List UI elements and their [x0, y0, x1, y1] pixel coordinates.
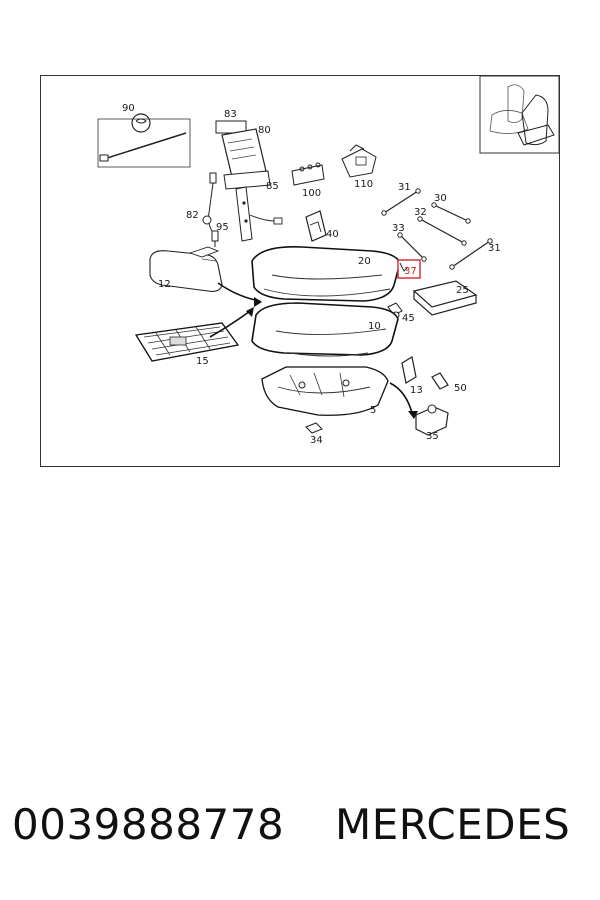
label-35: 35	[426, 431, 439, 442]
label-34: 34	[310, 435, 323, 446]
label-110: 110	[354, 179, 373, 190]
part-32-cable[interactable]	[417, 216, 467, 246]
part-20-cushion-cover[interactable]	[251, 245, 401, 302]
label-20: 20	[358, 256, 371, 267]
part-30-cable[interactable]	[431, 202, 471, 224]
label-15: 15	[196, 356, 209, 367]
arrow-to-part-35	[389, 382, 413, 414]
part-33-cable[interactable]	[397, 232, 427, 262]
arrow-12-head	[254, 297, 262, 307]
part-85-mount-bracket[interactable]	[223, 170, 283, 242]
label-5: 5	[370, 405, 376, 416]
part-110-motor[interactable]	[341, 144, 377, 178]
parts-diagram: 90 83 80 85 100 110 31 30 32 33 31 82 95…	[40, 75, 560, 467]
label-33: 33	[392, 223, 405, 234]
part-10-cushion-foam[interactable]	[251, 302, 399, 357]
part-50-clip[interactable]	[431, 372, 449, 390]
label-37: 37	[404, 266, 417, 277]
label-31-lower: 31	[488, 243, 501, 254]
label-10: 10	[368, 321, 381, 332]
seat-location-thumbnail	[479, 75, 560, 154]
label-80: 80	[258, 125, 271, 136]
part-34-bracket[interactable]	[305, 422, 323, 434]
part-40-clip[interactable]	[305, 210, 327, 242]
arrow-15-head	[246, 307, 254, 317]
part-5-seat-pan[interactable]	[261, 366, 389, 416]
label-82: 82	[186, 210, 199, 221]
label-85: 85	[266, 181, 279, 192]
part-13-clip[interactable]	[401, 356, 417, 384]
part-12-heater-mat[interactable]	[149, 246, 223, 292]
label-100: 100	[302, 188, 321, 199]
part-15-seat-grid[interactable]	[134, 322, 240, 362]
arrow-35-head	[408, 411, 418, 419]
part-90-cable[interactable]	[97, 113, 191, 168]
part-80-control-unit[interactable]	[215, 120, 267, 178]
label-83: 83	[224, 109, 237, 120]
part-37-highlighted[interactable]	[397, 259, 421, 279]
brand-name: MERCEDES	[335, 800, 571, 849]
part-25-foam-pad[interactable]	[412, 280, 478, 316]
label-45: 45	[402, 313, 415, 324]
part-100-connector[interactable]	[291, 162, 325, 186]
label-31-upper: 31	[398, 182, 411, 193]
label-95: 95	[216, 222, 229, 233]
label-13: 13	[410, 385, 423, 396]
label-30: 30	[434, 193, 447, 204]
label-90: 90	[122, 103, 135, 114]
part-number: 0039888778	[12, 800, 285, 849]
arrow-15-to-cushion	[209, 310, 251, 338]
product-caption: 0039888778 MERCEDES	[12, 800, 592, 860]
part-31-cable-upper[interactable]	[381, 188, 421, 216]
label-12: 12	[158, 279, 171, 290]
part-31-cable-lower[interactable]	[449, 238, 493, 270]
label-32: 32	[414, 207, 427, 218]
part-95-screw[interactable]	[211, 230, 219, 247]
label-25: 25	[456, 285, 469, 296]
label-40: 40	[326, 229, 339, 240]
part-35-block[interactable]	[415, 404, 449, 436]
label-50: 50	[454, 383, 467, 394]
